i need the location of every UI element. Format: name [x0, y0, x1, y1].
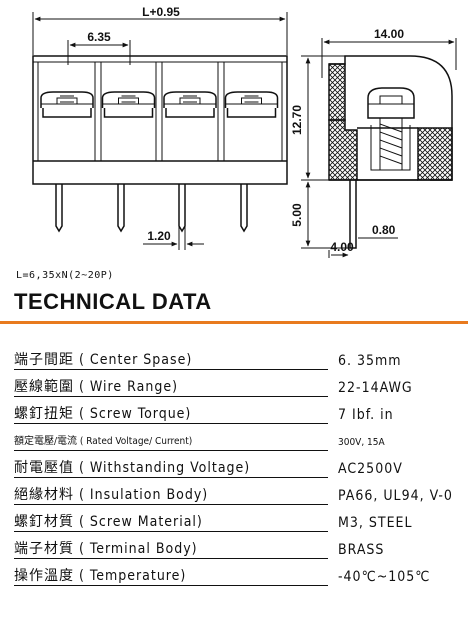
spec-label: 絕緣材料 ( Insulation Body) — [14, 477, 328, 505]
spec-row-center-spacing: 端子間距 ( Center Spase) 6. 35mm — [14, 343, 464, 370]
spec-label: 螺釘材質 ( Screw Material) — [14, 504, 328, 532]
dim-overall-length: L+0.95 — [142, 5, 180, 19]
spec-label: 端子間距 ( Center Spase) — [14, 343, 328, 370]
pin-3 — [178, 184, 186, 233]
spec-row-screw-torque: 螺釘扭矩 ( Screw Torque) 7 Ibf. in — [14, 396, 464, 424]
spec-row-withstanding-voltage: 耐電壓值 ( Withstanding Voltage) AC2500V — [14, 450, 464, 478]
dim-pin-length: 5.00 — [290, 203, 304, 227]
spec-value: M3, STEEL — [338, 514, 413, 531]
spec-row-screw-material: 螺釘材質 ( Screw Material) M3, STEEL — [14, 504, 464, 532]
spec-row-wire-range: 壓線範圍 ( Wire Range) 22-14AWG — [14, 369, 464, 397]
spec-label: 額定電壓/電流 ( Rated Voltage/ Current) — [14, 423, 328, 451]
pin-1 — [55, 184, 63, 233]
dim-depth: 14.00 — [374, 27, 404, 41]
pin-4 — [240, 184, 248, 233]
dim-pin-thickness: 0.80 — [372, 223, 396, 237]
spec-label: 端子材質 ( Terminal Body) — [14, 531, 328, 559]
spec-row-temperature: 操作溫度 ( Temperature) -40℃~105℃ — [14, 558, 464, 586]
spec-value: 22-14AWG — [338, 379, 413, 396]
front-view — [32, 12, 288, 250]
spec-value: 300V, 15A — [338, 436, 385, 448]
dim-pin-offset: 4.00 — [330, 240, 354, 254]
dim-pitch: 6.35 — [87, 30, 111, 44]
spec-label: 操作溫度 ( Temperature) — [14, 558, 328, 586]
spec-value: PA66, UL94, V-0 — [338, 487, 453, 504]
dim-height: 12.70 — [290, 105, 304, 135]
length-formula: L=6,35xN(2~20P) — [16, 270, 114, 281]
screw-3 — [163, 91, 217, 118]
dim-pin-width: 1.20 — [147, 229, 171, 243]
pin-2 — [117, 184, 125, 233]
technical-drawing: L+0.95 6.35 1.20 — [32, 5, 457, 258]
spec-value: AC2500V — [338, 460, 403, 477]
spec-value: 7 Ibf. in — [338, 406, 394, 423]
spec-row-insulation: 絕緣材料 ( Insulation Body) PA66, UL94, V-0 — [14, 477, 464, 505]
spec-value: BRASS — [338, 541, 385, 558]
side-view — [301, 38, 457, 258]
heading-divider — [0, 321, 468, 324]
spec-label: 螺釘扭矩 ( Screw Torque) — [14, 396, 328, 424]
screw-1 — [40, 91, 94, 118]
screw-4 — [224, 91, 279, 118]
spec-label: 耐電壓值 ( Withstanding Voltage) — [14, 450, 328, 478]
spec-value: 6. 35mm — [338, 352, 402, 369]
spec-row-rated-voltage: 額定電壓/電流 ( Rated Voltage/ Current) 300V, … — [14, 423, 464, 451]
screw-2 — [101, 91, 156, 118]
spec-row-terminal-body: 端子材質 ( Terminal Body) BRASS — [14, 531, 464, 559]
section-heading: TECHNICAL DATA — [14, 289, 212, 314]
spec-table: 端子間距 ( Center Spase) 6. 35mm 壓線範圍 ( Wire… — [14, 343, 464, 586]
spec-label: 壓線範圍 ( Wire Range) — [14, 369, 328, 397]
spec-value: -40℃~105℃ — [338, 568, 431, 585]
